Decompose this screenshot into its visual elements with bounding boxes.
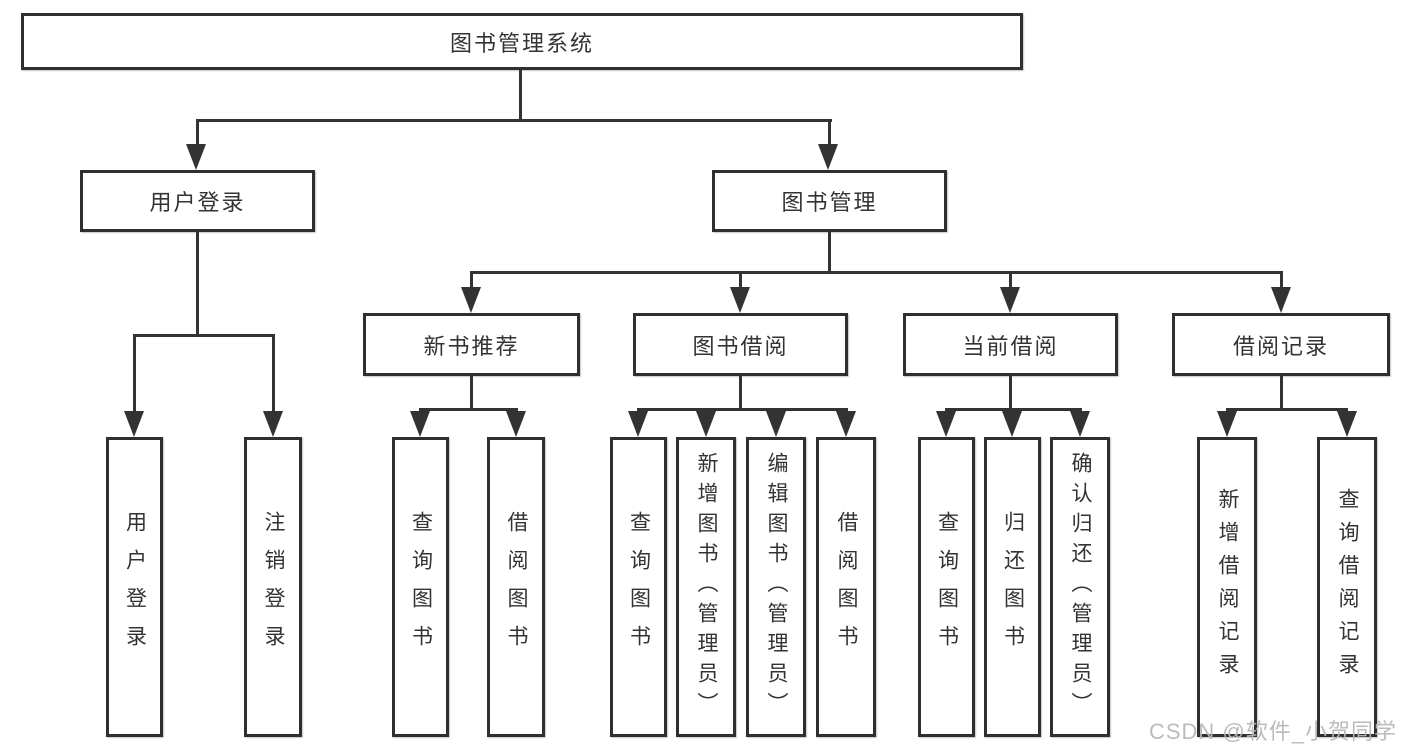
node-library-system: 图书管理系统	[21, 13, 1023, 70]
node-book-management-label: 图书管理	[781, 190, 878, 215]
leaf-query-book-3: 查询图书	[918, 437, 975, 737]
arrowhead-down-icon	[461, 287, 481, 313]
arrowhead-down-icon	[836, 411, 856, 437]
leaf-return-book: 归还图书	[984, 437, 1041, 737]
connector-line	[637, 408, 848, 411]
arrowhead-down-icon	[186, 144, 206, 170]
node-borrow-record-label: 借阅记录	[1232, 333, 1329, 359]
leaf-edit-book-admin: 编辑图书（管理员）	[746, 437, 806, 737]
arrowhead-down-icon	[506, 411, 526, 437]
node-current-borrow-label: 当前借阅	[962, 333, 1059, 359]
leaf-user-login: 用户登录	[106, 437, 163, 737]
arrowhead-down-icon	[1217, 411, 1237, 437]
connector-line	[196, 119, 832, 122]
arrowhead-down-icon	[124, 411, 144, 437]
leaf-borrow-book-1: 借阅图书	[487, 437, 545, 737]
arrowhead-down-icon	[1000, 287, 1020, 313]
node-borrow-record: 借阅记录	[1172, 313, 1390, 376]
arrowhead-down-icon	[696, 411, 716, 437]
node-library-system-label: 图书管理系统	[449, 30, 594, 56]
arrowhead-down-icon	[766, 411, 786, 437]
connector-line	[739, 376, 742, 411]
connector-line	[133, 334, 275, 337]
arrowhead-down-icon	[730, 287, 750, 313]
leaf-logout: 注销登录	[244, 437, 302, 737]
connector-line	[470, 271, 1281, 274]
connector-line	[1226, 408, 1348, 411]
node-user-login-label: 用户登录	[149, 190, 246, 215]
arrowhead-down-icon	[263, 411, 283, 437]
node-current-borrow: 当前借阅	[903, 313, 1118, 376]
arrowhead-down-icon	[1002, 411, 1022, 437]
arrowhead-down-icon	[936, 411, 956, 437]
node-user-login: 用户登录	[80, 170, 315, 232]
connector-line	[419, 408, 518, 411]
node-book-borrow: 图书借阅	[633, 313, 848, 376]
connector-line	[945, 408, 1082, 411]
connector-line	[828, 119, 831, 147]
leaf-add-book-admin: 新增图书（管理员）	[676, 437, 736, 737]
node-book-management: 图书管理	[712, 170, 947, 232]
node-new-book-recommend: 新书推荐	[363, 313, 580, 376]
connector-line	[739, 271, 742, 289]
arrowhead-down-icon	[628, 411, 648, 437]
connector-line	[1009, 271, 1012, 289]
leaf-borrow-book-2: 借阅图书	[816, 437, 876, 737]
leaf-add-borrow-record: 新增借阅记录	[1197, 437, 1257, 737]
connector-line	[1280, 271, 1283, 289]
leaf-confirm-return-admin: 确认归还（管理员）	[1050, 437, 1110, 737]
connector-line	[1009, 376, 1012, 411]
connector-line	[828, 232, 831, 273]
connector-line	[470, 376, 473, 411]
node-new-book-recommend-label: 新书推荐	[423, 333, 520, 359]
connector-line	[519, 70, 522, 119]
arrowhead-down-icon	[410, 411, 430, 437]
arrowhead-down-icon	[1271, 287, 1291, 313]
leaf-query-book-2: 查询图书	[610, 437, 667, 737]
arrowhead-down-icon	[1337, 411, 1357, 437]
connector-line	[470, 271, 473, 289]
connector-line	[196, 119, 199, 147]
connector-line	[196, 232, 199, 336]
connector-line	[272, 334, 275, 412]
csdn-watermark: CSDN @软件_小贺同学	[1148, 719, 1397, 744]
arrowhead-down-icon	[818, 144, 838, 170]
connector-line	[133, 334, 136, 412]
connector-line	[1280, 376, 1283, 411]
arrowhead-down-icon	[1070, 411, 1090, 437]
leaf-query-borrow-record: 查询借阅记录	[1317, 437, 1377, 737]
node-book-borrow-label: 图书借阅	[692, 333, 789, 359]
leaf-query-book-1: 查询图书	[392, 437, 449, 737]
